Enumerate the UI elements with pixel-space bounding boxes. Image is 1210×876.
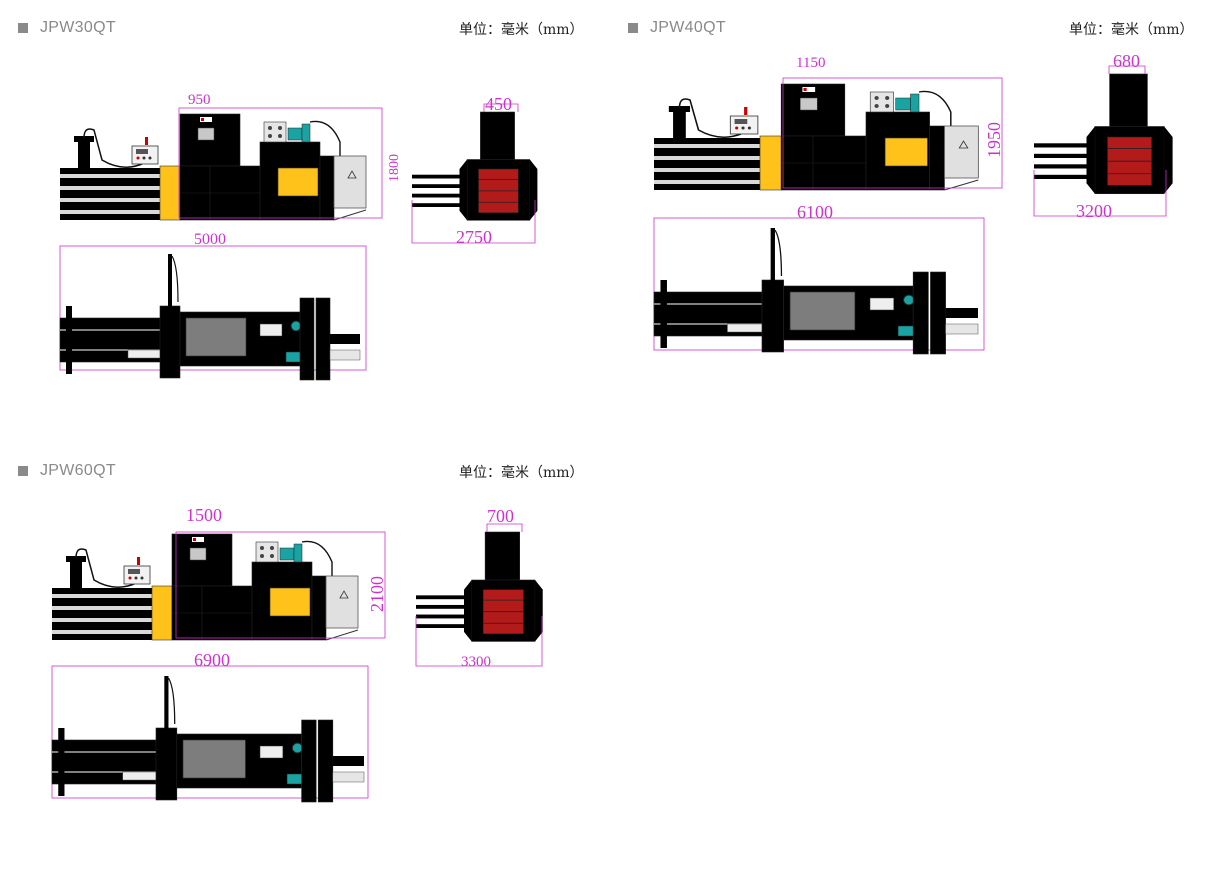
section-header-3: JPW60QT bbox=[18, 461, 116, 481]
plan-view-40 bbox=[653, 227, 979, 355]
dim-length: 6900 bbox=[194, 650, 230, 670]
plan-view-30 bbox=[59, 253, 361, 381]
end-view-30 bbox=[411, 111, 538, 221]
dim-length: 6100 bbox=[797, 202, 833, 222]
end-view-40 bbox=[1033, 73, 1174, 195]
dim-height: 1950 bbox=[984, 122, 1004, 158]
unit-label: 单位：毫米（mm） bbox=[459, 465, 584, 481]
section-header-2: JPW40QT bbox=[628, 18, 726, 38]
unit-label: 单位：毫米（mm） bbox=[459, 22, 584, 38]
unit-label: 单位：毫米（mm） bbox=[1069, 22, 1194, 38]
dim-width: 950 bbox=[188, 92, 211, 108]
model-name: JPW30QT bbox=[40, 19, 116, 36]
square-bullet-icon bbox=[18, 23, 28, 33]
square-bullet-icon bbox=[628, 23, 638, 33]
end-view-60 bbox=[415, 531, 544, 642]
dim-end-length: 3200 bbox=[1076, 201, 1112, 221]
model-name: JPW40QT bbox=[650, 19, 726, 36]
side-view-30 bbox=[59, 113, 367, 221]
dim-height: 2100 bbox=[367, 576, 387, 612]
dim-width: 1150 bbox=[796, 55, 825, 71]
dim-height: 1800 bbox=[387, 154, 402, 182]
dim-end-width: 680 bbox=[1113, 51, 1140, 71]
side-view-40 bbox=[653, 83, 980, 191]
dim-end-width: 450 bbox=[485, 94, 512, 114]
plan-view-60 bbox=[51, 675, 365, 803]
dim-end-width: 700 bbox=[487, 506, 514, 526]
dim-width: 1500 bbox=[186, 505, 222, 525]
dim-end-length: 3300 bbox=[461, 654, 491, 670]
side-view-60 bbox=[51, 533, 359, 641]
dim-length: 5000 bbox=[194, 231, 226, 248]
dim-end-length: 2750 bbox=[456, 227, 492, 247]
model-name: JPW60QT bbox=[40, 462, 116, 479]
section-header-1: JPW30QT bbox=[18, 18, 116, 38]
square-bullet-icon bbox=[18, 466, 28, 476]
